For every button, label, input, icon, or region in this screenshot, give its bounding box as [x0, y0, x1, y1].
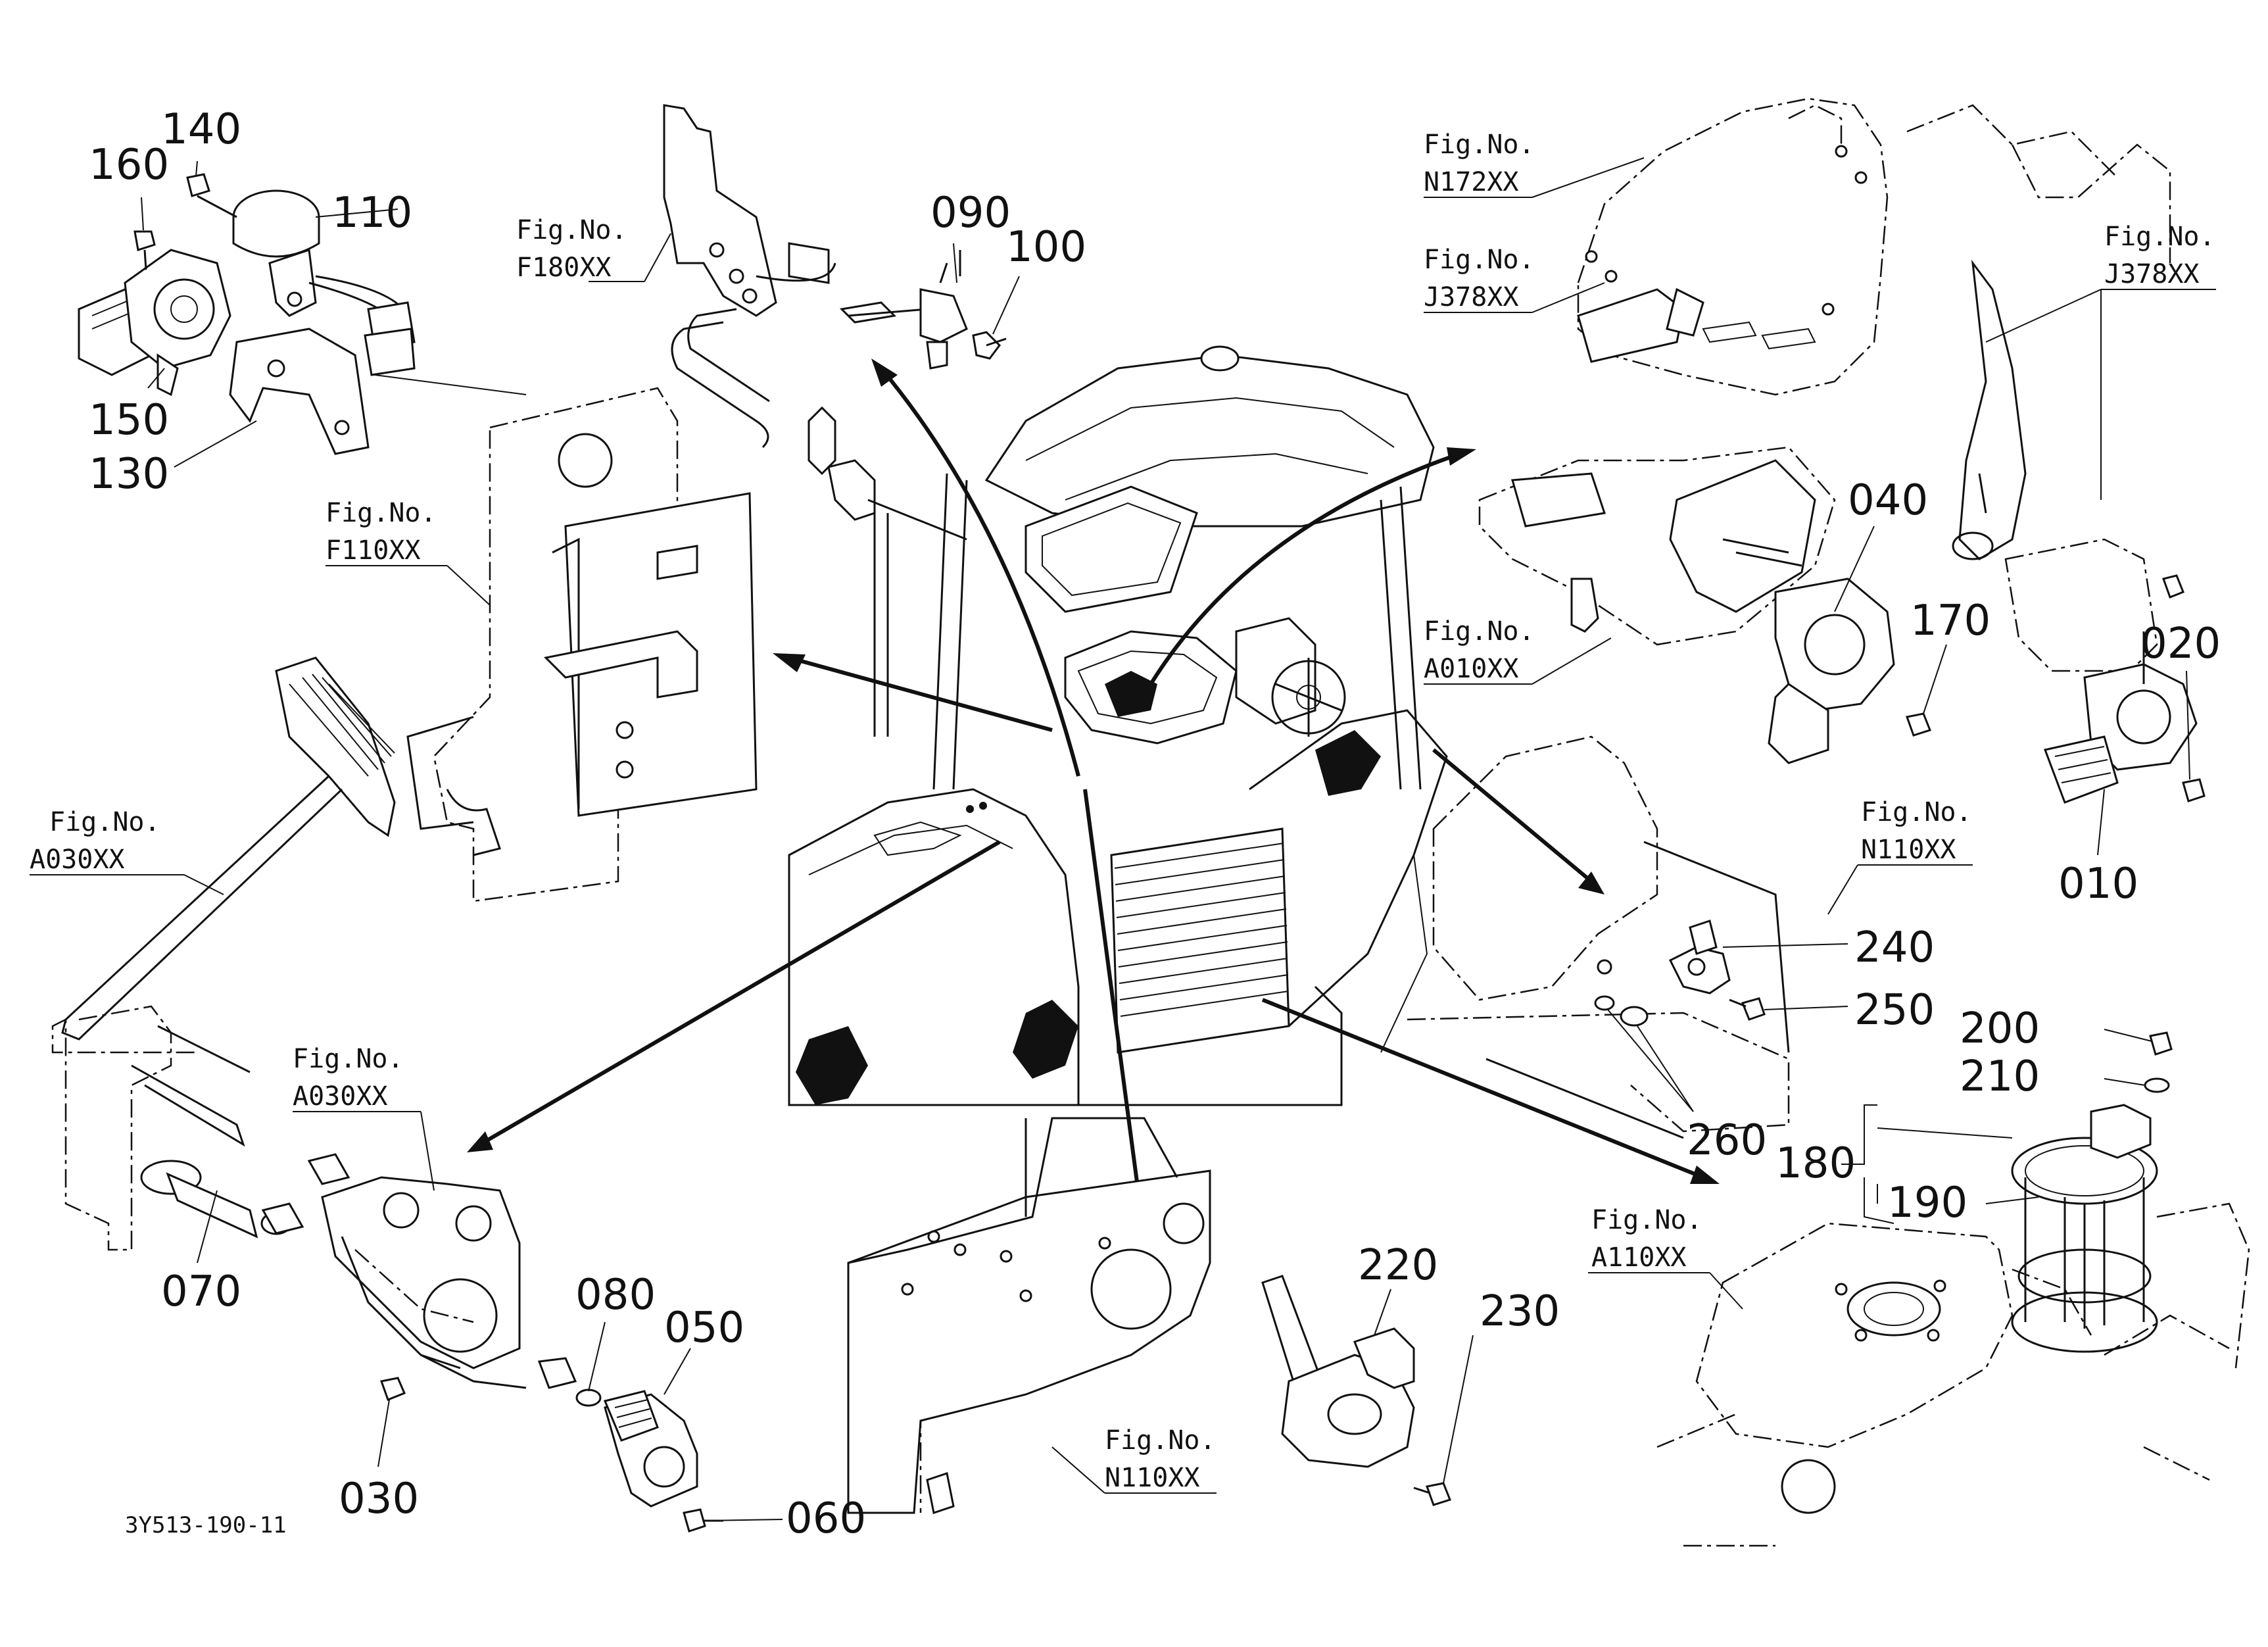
- svg-text:Fig.No.: Fig.No.: [2104, 222, 2215, 252]
- svg-text:F180XX: F180XX: [516, 253, 612, 283]
- bracket-f180-group: [663, 104, 1007, 449]
- part-150: 150: [89, 396, 169, 445]
- svg-text:Fig.No.: Fig.No.: [1861, 797, 1972, 827]
- part-230: 230: [1480, 1287, 1560, 1336]
- bracket-n110-sensor-220: [847, 1117, 1451, 1514]
- part-200: 200: [1960, 1004, 2040, 1053]
- part-030: 030: [339, 1475, 419, 1523]
- part-090: 090: [930, 189, 1011, 237]
- sensor-150-group: [78, 173, 527, 455]
- fig-ref-j378-left: Fig.No. J378XX: [1424, 245, 1535, 312]
- part-190: 190: [1887, 1179, 1967, 1227]
- fig-ref-a110: Fig.No. A110XX: [1591, 1205, 1702, 1273]
- part-250: 250: [1854, 986, 1935, 1035]
- part-140: 140: [161, 105, 241, 154]
- svg-text:N172XX: N172XX: [1424, 167, 1519, 197]
- arrow-to-a030: [467, 840, 1001, 1152]
- svg-text:A030XX: A030XX: [30, 845, 125, 875]
- fuel-sender-assembly: [1656, 1031, 2250, 1547]
- part-050: 050: [664, 1304, 744, 1352]
- part-210: 210: [1960, 1052, 2040, 1101]
- svg-text:Fig.No.: Fig.No.: [1591, 1205, 1702, 1235]
- arrow-to-a010: [1149, 447, 1476, 685]
- fig-ref-n110-bottom: Fig.No. N110XX: [1105, 1425, 1216, 1493]
- svg-text:N110XX: N110XX: [1105, 1463, 1200, 1493]
- part-100: 100: [1006, 223, 1086, 272]
- part-060: 060: [786, 1494, 866, 1543]
- part-callouts: 160 140 110 150 130 090 100 040 170 020 …: [89, 105, 2221, 1543]
- svg-text:J378XX: J378XX: [2104, 259, 2200, 289]
- part-110: 110: [332, 189, 412, 237]
- svg-text:Fig.No.: Fig.No.: [49, 807, 160, 837]
- svg-text:J378XX: J378XX: [1424, 282, 1519, 312]
- part-070: 070: [161, 1267, 241, 1316]
- svg-text:Fig.No.: Fig.No.: [293, 1044, 404, 1074]
- part-180: 180: [1775, 1139, 1856, 1188]
- fig-ref-a030-top: Fig.No. A030XX: [30, 807, 160, 875]
- bracket-n110-sensor-240: [1407, 735, 1790, 1139]
- part-160: 160: [89, 141, 169, 189]
- part-040: 040: [1848, 476, 1928, 525]
- svg-text:Fig.No.: Fig.No.: [1424, 130, 1535, 160]
- arrow-to-f110: [773, 653, 1053, 732]
- fig-ref-a030-bottom: Fig.No. A030XX: [293, 1044, 404, 1112]
- svg-text:N110XX: N110XX: [1861, 835, 1956, 865]
- fig-ref-n172: Fig.No. N172XX: [1424, 130, 1535, 197]
- part-130: 130: [89, 450, 169, 499]
- fig-ref-f180: Fig.No. F180XX: [516, 215, 627, 283]
- accelerator-pedal: [51, 656, 396, 1054]
- svg-text:Fig.No.: Fig.No.: [326, 498, 437, 528]
- part-010: 010: [2058, 860, 2138, 908]
- svg-text:Fig.No.: Fig.No.: [1424, 616, 1535, 647]
- fig-ref-f110: Fig.No. F110XX: [326, 498, 437, 566]
- bracket-n172-j378-a010: [1478, 97, 2206, 804]
- part-220: 220: [1358, 1241, 1438, 1290]
- svg-text:Fig.No.: Fig.No.: [1105, 1425, 1216, 1456]
- tractor-cab-illustration: [788, 345, 1448, 1106]
- floor-grating: [1110, 827, 1290, 1054]
- bracket-f110-group: [406, 387, 758, 902]
- svg-text:A010XX: A010XX: [1424, 654, 1519, 684]
- fig-ref-a010: Fig.No. A010XX: [1424, 616, 1535, 684]
- arrow-to-a110: [1261, 998, 1720, 1184]
- part-170: 170: [1910, 597, 1991, 645]
- fig-ref-j378-right: Fig.No. J378XX: [2104, 222, 2215, 289]
- svg-text:Fig.No.: Fig.No.: [1424, 245, 1535, 275]
- drawing-id: 3Y513-190-11: [125, 1512, 287, 1538]
- fig-ref-n110-right: Fig.No. N110XX: [1861, 797, 1972, 865]
- part-240: 240: [1854, 923, 1935, 972]
- part-080: 080: [575, 1271, 656, 1319]
- svg-text:F110XX: F110XX: [326, 535, 421, 566]
- pedal-pivot-assembly: [64, 1005, 723, 1533]
- part-020: 020: [2140, 620, 2221, 668]
- svg-text:A110XX: A110XX: [1591, 1242, 1687, 1273]
- arrow-to-090: [871, 358, 1080, 777]
- arrow-to-n110-right: [1432, 748, 1604, 895]
- part-260: 260: [1687, 1116, 1767, 1165]
- svg-text:Fig.No.: Fig.No.: [516, 215, 627, 245]
- svg-text:A030XX: A030XX: [293, 1081, 388, 1112]
- leader-lines: [30, 157, 2216, 1521]
